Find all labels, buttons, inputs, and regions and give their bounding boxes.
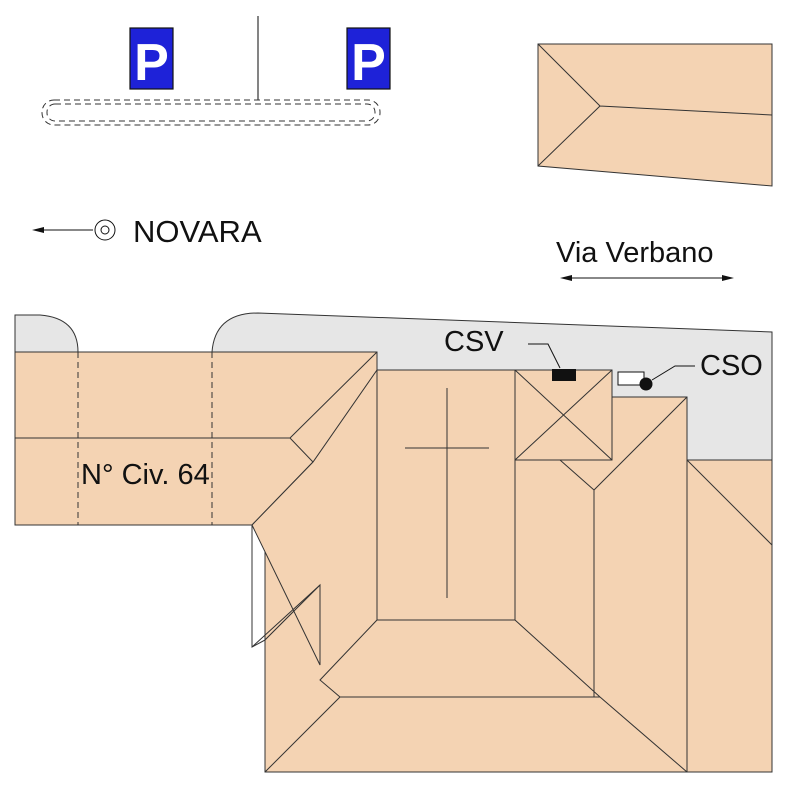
csv-label: CSV [444,326,504,358]
csv-marker: CSV [444,326,576,381]
cross-symbol [405,388,489,598]
parking-letter: P [134,34,169,92]
underpass-dashed-lines [77,352,213,525]
building-top-right [537,43,773,187]
direction-label: NOVARA [133,214,262,249]
cso-label: CSO [700,350,763,382]
parking-letter: P [351,34,386,92]
tower-box [514,369,613,461]
cso-point-icon [639,377,653,391]
parking-area [41,16,381,126]
building-main [251,369,688,773]
cso-marker: CSO [617,350,763,391]
direction-indicator: NOVARA [32,214,262,249]
building-right [686,459,773,773]
csv-box-icon [552,369,576,381]
street-label: Via Verbano [556,237,714,269]
civic-number-label: N° Civ. 64 [81,459,210,491]
arrow-left-icon [32,227,44,233]
parking-sign-2: P [346,27,391,92]
parking-sign-1: P [129,27,174,92]
street-indicator: Via Verbano [556,237,734,281]
target-icon [94,219,116,241]
arrow-left-icon [560,275,572,281]
arrow-right-icon [722,275,734,281]
